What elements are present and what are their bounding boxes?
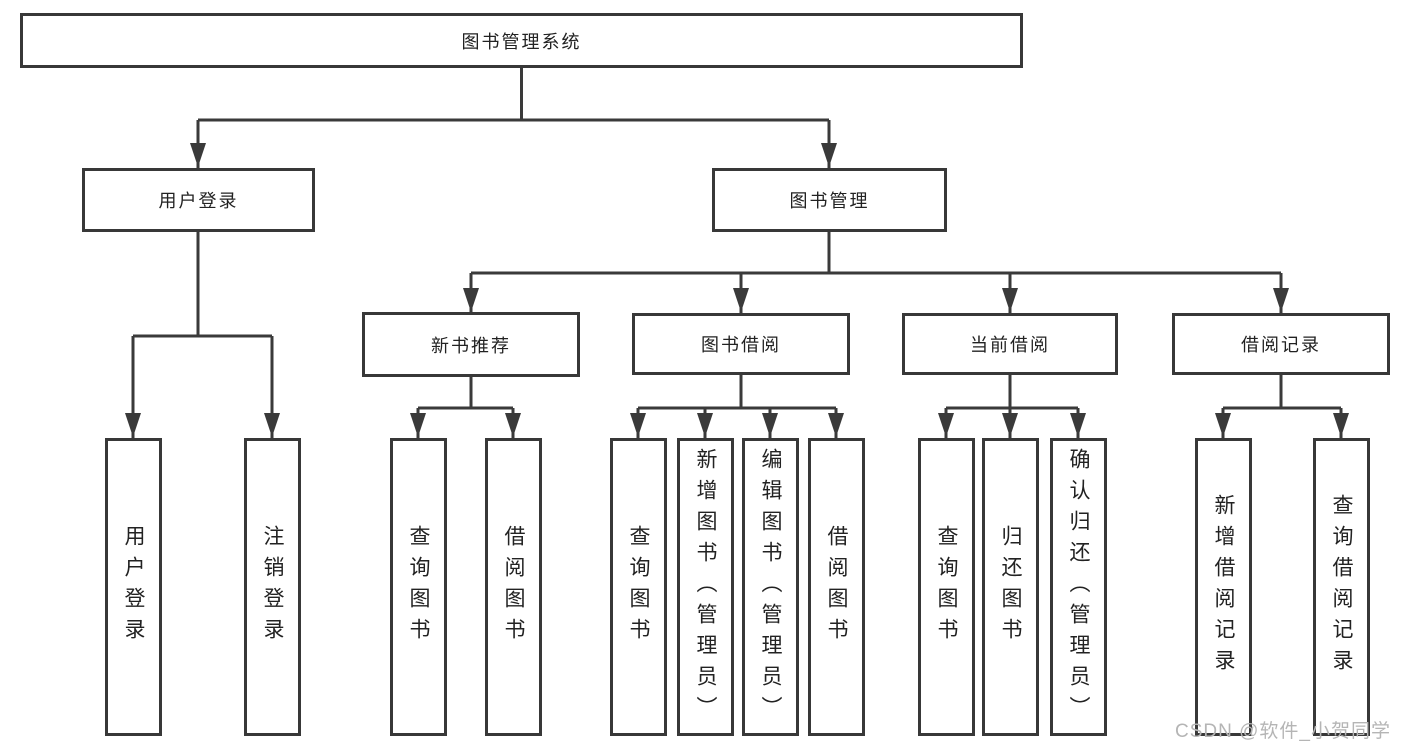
leaf-cb-confirm-return-label: 确认归还（管理员） bbox=[1067, 447, 1090, 727]
leaf-cb-return-book-label: 归还图书 bbox=[999, 525, 1022, 649]
leaf-cb-return-book: 归还图书 bbox=[982, 438, 1039, 736]
leaf-bb-add-book-label: 新增图书（管理员） bbox=[694, 447, 717, 727]
leaf-rec-borrow-book: 借阅图书 bbox=[485, 438, 542, 736]
leaf-bb-query-book-label: 查询图书 bbox=[627, 525, 650, 649]
leaf-bb-add-book: 新增图书（管理员） bbox=[677, 438, 734, 736]
leaf-bb-edit-book: 编辑图书（管理员） bbox=[742, 438, 799, 736]
node-book-borrow: 图书借阅 bbox=[632, 313, 850, 375]
leaf-br-query-record: 查询借阅记录 bbox=[1313, 438, 1370, 736]
leaf-rec-query-book-label: 查询图书 bbox=[407, 525, 430, 649]
node-user-login-branch: 用户登录 bbox=[82, 168, 315, 232]
leaf-br-add-record: 新增借阅记录 bbox=[1195, 438, 1252, 736]
node-new-book-recommend: 新书推荐 bbox=[362, 312, 580, 377]
leaf-user-login-label: 用户登录 bbox=[122, 525, 145, 649]
leaf-cb-query-book-label: 查询图书 bbox=[935, 525, 958, 649]
leaf-bb-edit-book-label: 编辑图书（管理员） bbox=[759, 447, 782, 727]
node-borrow-records: 借阅记录 bbox=[1172, 313, 1390, 375]
leaf-br-add-record-label: 新增借阅记录 bbox=[1212, 494, 1235, 680]
leaf-bb-borrow-book: 借阅图书 bbox=[808, 438, 865, 736]
leaf-logout-label: 注销登录 bbox=[261, 525, 284, 649]
csdn-watermark: CSDN @软件_小贺同学 bbox=[1175, 721, 1391, 742]
leaf-rec-query-book: 查询图书 bbox=[390, 438, 447, 736]
connectors bbox=[131, 68, 1343, 438]
node-book-management-branch: 图书管理 bbox=[712, 168, 947, 232]
leaf-cb-query-book: 查询图书 bbox=[918, 438, 975, 736]
leaf-rec-borrow-book-label: 借阅图书 bbox=[502, 525, 525, 649]
leaf-user-login: 用户登录 bbox=[105, 438, 162, 736]
node-root-system: 图书管理系统 bbox=[20, 13, 1023, 68]
leaf-logout: 注销登录 bbox=[244, 438, 301, 736]
leaf-br-query-record-label: 查询借阅记录 bbox=[1330, 494, 1353, 680]
leaf-bb-borrow-book-label: 借阅图书 bbox=[825, 525, 848, 649]
leaf-cb-confirm-return: 确认归还（管理员） bbox=[1050, 438, 1107, 736]
leaf-bb-query-book: 查询图书 bbox=[610, 438, 667, 736]
node-current-borrow: 当前借阅 bbox=[902, 313, 1118, 375]
